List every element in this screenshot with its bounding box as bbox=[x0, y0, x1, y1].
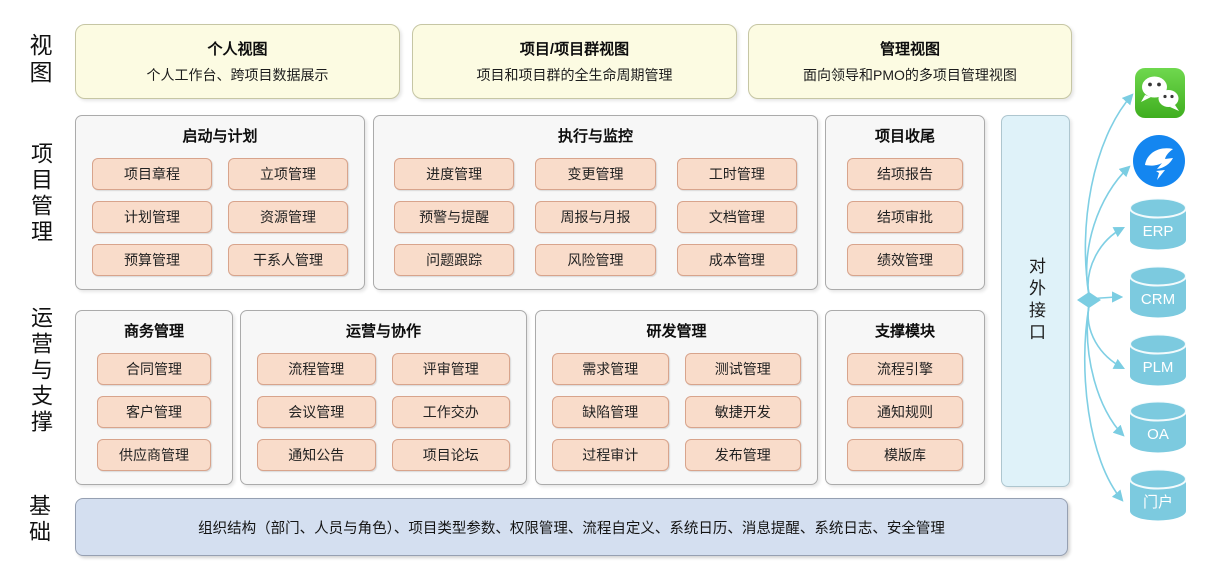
section-title: 项目收尾 bbox=[874, 128, 935, 145]
module-chip: 流程管理 bbox=[257, 353, 376, 385]
module-chip: 工作交办 bbox=[391, 396, 510, 428]
view-subtitle: 个人工作台、跨项目数据展示 bbox=[146, 67, 329, 83]
module-chip: 成本管理 bbox=[676, 244, 797, 276]
module-chip: 缺陷管理 bbox=[552, 396, 669, 428]
module-section: 项目收尾结项报告结项审批绩效管理 bbox=[825, 115, 985, 290]
view-box-personal: 个人视图 个人工作台、跨项目数据展示 bbox=[75, 24, 400, 99]
project-management-row: 启动与计划项目章程立项管理计划管理资源管理预算管理干系人管理执行与监控进度管理变… bbox=[75, 115, 985, 292]
view-box-management: 管理视图 面向领导和PMO的多项目管理视图 bbox=[748, 24, 1072, 99]
row-label-operations-support: 运营与支撑 bbox=[28, 306, 53, 436]
module-chip: 通知公告 bbox=[257, 439, 376, 471]
module-chip: 合同管理 bbox=[97, 353, 211, 385]
module-chip: 资源管理 bbox=[228, 201, 348, 233]
module-chip: 模版库 bbox=[847, 439, 963, 471]
section-chip-grid: 合同管理客户管理供应商管理 bbox=[76, 353, 232, 471]
external-interface-bar: 对外接口 bbox=[1001, 115, 1070, 487]
module-chip: 过程审计 bbox=[552, 439, 669, 471]
view-title: 项目/项目群视图 bbox=[519, 41, 630, 58]
module-chip: 项目章程 bbox=[92, 158, 212, 190]
integration-arrows bbox=[1083, 93, 1134, 502]
module-section: 启动与计划项目章程立项管理计划管理资源管理预算管理干系人管理 bbox=[75, 115, 365, 290]
external-system-cylinder: OA bbox=[1129, 400, 1187, 453]
external-system-cylinder: ERP bbox=[1129, 197, 1187, 250]
module-chip: 立项管理 bbox=[228, 158, 348, 190]
module-chip: 变更管理 bbox=[535, 158, 656, 190]
module-chip: 会议管理 bbox=[257, 396, 376, 428]
module-section: 支撑模块流程引擎通知规则模版库 bbox=[825, 310, 985, 485]
row-label-views: 视图 bbox=[26, 33, 52, 87]
arrow-to-erp bbox=[1087, 226, 1125, 297]
arrow-hub bbox=[1077, 292, 1101, 308]
module-chip: 进度管理 bbox=[394, 158, 515, 190]
foundation-text: 组织结构（部门、人员与角色）、项目类型参数、权限管理、流程自定义、系统日历、消息… bbox=[198, 520, 945, 537]
module-chip: 需求管理 bbox=[552, 353, 669, 385]
external-system-cylinder: 门户 bbox=[1129, 468, 1187, 521]
external-system-cylinder: PLM bbox=[1129, 333, 1187, 386]
module-chip: 通知规则 bbox=[847, 396, 963, 428]
cylinder-label: 门户 bbox=[1143, 494, 1173, 511]
external-interface-label: 对外接口 bbox=[1026, 257, 1045, 345]
arrow-to-dingtalk bbox=[1085, 165, 1131, 296]
view-box-project: 项目/项目群视图 项目和项目群的全生命周期管理 bbox=[412, 24, 737, 99]
module-chip: 风险管理 bbox=[535, 244, 656, 276]
view-title: 管理视图 bbox=[879, 41, 940, 58]
module-chip: 项目论坛 bbox=[391, 439, 510, 471]
module-section: 研发管理需求管理测试管理缺陷管理敏捷开发过程审计发布管理 bbox=[535, 310, 818, 485]
arrow-to-portal bbox=[1083, 305, 1124, 502]
section-title: 商务管理 bbox=[123, 323, 184, 340]
module-chip: 客户管理 bbox=[97, 396, 211, 428]
section-chip-grid: 结项报告结项审批绩效管理 bbox=[826, 158, 984, 276]
foundation-bar: 组织结构（部门、人员与角色）、项目类型参数、权限管理、流程自定义、系统日历、消息… bbox=[75, 498, 1068, 556]
external-system-cylinder: CRM bbox=[1129, 265, 1187, 318]
section-chip-grid: 进度管理变更管理工时管理预警与提醒周报与月报文档管理问题跟踪风险管理成本管理 bbox=[374, 158, 817, 276]
module-chip: 敏捷开发 bbox=[684, 396, 801, 428]
module-chip: 结项审批 bbox=[847, 201, 963, 233]
dingtalk-icon bbox=[1133, 135, 1185, 187]
integrations-panel: ERP CRM PLM OA 门户 bbox=[1077, 68, 1187, 521]
section-title: 支撑模块 bbox=[874, 323, 935, 340]
view-subtitle: 面向领导和PMO的多项目管理视图 bbox=[803, 67, 1017, 83]
module-chip: 发布管理 bbox=[684, 439, 801, 471]
module-chip: 问题跟踪 bbox=[394, 244, 515, 276]
section-chip-grid: 项目章程立项管理计划管理资源管理预算管理干系人管理 bbox=[76, 158, 364, 276]
module-chip: 预警与提醒 bbox=[394, 201, 515, 233]
module-section: 运营与协作流程管理评审管理会议管理工作交办通知公告项目论坛 bbox=[240, 310, 527, 485]
section-title: 运营与协作 bbox=[345, 323, 421, 340]
section-chip-grid: 流程管理评审管理会议管理工作交办通知公告项目论坛 bbox=[241, 353, 526, 471]
module-chip: 干系人管理 bbox=[228, 244, 348, 276]
cylinder-label: CRM bbox=[1141, 291, 1175, 308]
arrow-to-plm bbox=[1087, 303, 1125, 370]
module-chip: 结项报告 bbox=[847, 158, 963, 190]
section-title: 执行与监控 bbox=[557, 128, 633, 145]
module-chip: 测试管理 bbox=[684, 353, 801, 385]
module-chip: 预算管理 bbox=[92, 244, 212, 276]
cylinder-label: ERP bbox=[1143, 223, 1174, 240]
cylinder-label: PLM bbox=[1143, 359, 1174, 376]
section-title: 研发管理 bbox=[646, 323, 707, 340]
view-title: 个人视图 bbox=[207, 41, 268, 58]
module-chip: 周报与月报 bbox=[535, 201, 656, 233]
module-chip: 计划管理 bbox=[92, 201, 212, 233]
module-chip: 评审管理 bbox=[391, 353, 510, 385]
module-chip: 流程引擎 bbox=[847, 353, 963, 385]
module-chip: 文档管理 bbox=[676, 201, 797, 233]
module-chip: 供应商管理 bbox=[97, 439, 211, 471]
module-chip: 绩效管理 bbox=[847, 244, 963, 276]
view-subtitle: 项目和项目群的全生命周期管理 bbox=[476, 67, 673, 83]
wechat-icon bbox=[1135, 68, 1185, 118]
module-section: 商务管理合同管理客户管理供应商管理 bbox=[75, 310, 233, 485]
section-chip-grid: 流程引擎通知规则模版库 bbox=[826, 353, 984, 471]
section-title: 启动与计划 bbox=[182, 128, 258, 145]
section-chip-grid: 需求管理测试管理缺陷管理敏捷开发过程审计发布管理 bbox=[536, 353, 817, 471]
module-section: 执行与监控进度管理变更管理工时管理预警与提醒周报与月报文档管理问题跟踪风险管理成… bbox=[373, 115, 818, 290]
operations-support-row: 商务管理合同管理客户管理供应商管理运营与协作流程管理评审管理会议管理工作交办通知… bbox=[75, 310, 985, 487]
arrow-to-oa bbox=[1086, 304, 1125, 437]
row-label-foundation: 基础 bbox=[26, 494, 51, 546]
module-chip: 工时管理 bbox=[676, 158, 797, 190]
cylinder-label: OA bbox=[1147, 426, 1169, 443]
row-label-project-management: 项目管理 bbox=[28, 142, 53, 246]
